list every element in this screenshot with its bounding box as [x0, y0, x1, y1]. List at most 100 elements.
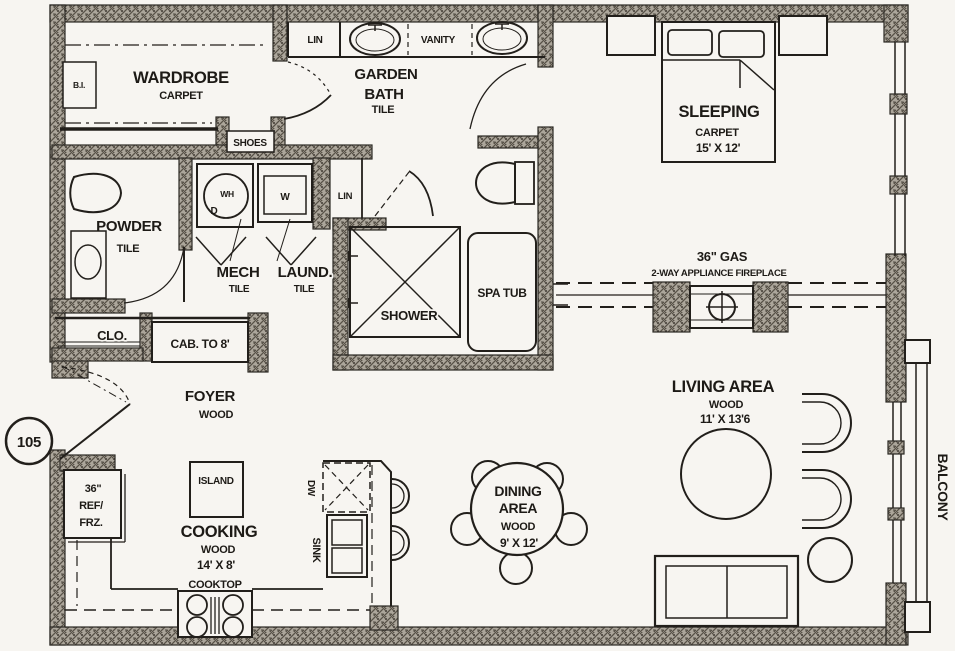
spa-tub [467, 232, 537, 352]
foyer: CLO. CAB. TO 8' FOYER WOOD 105 [4, 316, 250, 466]
fridge-label-3: FRZ. [79, 517, 102, 529]
sleeping-floor-label: CARPET [695, 127, 739, 139]
bar-stool [391, 483, 405, 509]
fireplace: 36" GAS 2-WAY APPLIANCE FIREPLACE [556, 247, 886, 333]
wardrobe-door [283, 94, 332, 120]
fireplace-pier [752, 281, 789, 333]
dishwasher-label: DW [305, 480, 316, 497]
spa-tub-label: SPA TUB [477, 286, 527, 300]
kitchen-sink [326, 514, 368, 578]
kitchen: 36" REF/ FRZ. ISLAND DW SINK COOKING WOO… [63, 460, 410, 638]
living-floor-label: WOOD [709, 399, 744, 411]
garden-bath-label-1: GARDEN [354, 66, 417, 83]
window-mullion [889, 93, 908, 115]
laundry-label: LAUND. [278, 264, 333, 281]
cooking-label: COOKING [181, 523, 258, 541]
mech-floor-label: TILE [229, 284, 250, 295]
bifold-door [265, 236, 317, 267]
garden-bath-label-2: BATH [364, 86, 403, 103]
powder-label: POWDER [96, 218, 162, 235]
laundry-floor-label: TILE [294, 284, 315, 295]
shoes-label: SHOES [233, 138, 267, 149]
armchair [802, 477, 842, 521]
shower-room-door [408, 170, 434, 217]
dryer-label: D [211, 206, 218, 217]
wardrobe-label: WARDROBE [133, 69, 229, 87]
sink-label: SINK [310, 537, 322, 562]
garden-bath: LIN VANITY GARDEN BATH TILE [287, 21, 545, 130]
bar-stool [391, 530, 405, 556]
hall-linen-label: LIN [338, 191, 353, 202]
sleeping-room: SLEEPING CARPET 15' X 12' [606, 15, 828, 163]
bath-hall: LIN [338, 158, 434, 218]
fireplace-label-1: 36" GAS [697, 249, 748, 264]
laundry-leader-line [276, 218, 291, 262]
shower-pan [349, 226, 461, 338]
sleeping-door-swing [469, 63, 527, 130]
dining-label-2: AREA [499, 500, 538, 516]
mech-laundry: WH D W MECH TILE LAUND. TILE [195, 163, 335, 297]
vanity-label: VANITY [421, 35, 456, 46]
vanity-sink-left [349, 22, 401, 56]
built-in-cabinet [62, 61, 97, 109]
armchair [802, 393, 852, 453]
unit-number-bubble [4, 416, 54, 466]
powder-room: POWDER TILE [69, 172, 185, 304]
balcony-slab [904, 601, 931, 633]
burner [186, 616, 208, 638]
balcony: BALCONY [887, 339, 951, 633]
built-in-label: B.I. [73, 80, 85, 90]
foyer-label: FOYER [185, 388, 236, 405]
side-table [807, 537, 853, 583]
cooking-dims-label: 14' X 8' [197, 558, 235, 572]
bar-counter [323, 460, 392, 606]
water-closet [474, 161, 535, 205]
burner [222, 616, 244, 638]
dining-table [469, 461, 565, 557]
garden-bath-floor-label: TILE [372, 104, 395, 116]
armchair [802, 401, 842, 445]
dining-dims-label: 9' X 12' [500, 536, 538, 550]
toilet [474, 161, 516, 205]
fridge-label-2: REF/ [79, 500, 103, 512]
island-label: ISLAND [198, 476, 234, 487]
dining-area: DINING AREA WOOD 9' X 12' [450, 460, 588, 585]
washer [257, 163, 313, 223]
cooking-floor-label: WOOD [201, 544, 236, 556]
powder-floor-label: TILE [117, 243, 140, 255]
fridge-label-1: 36" [85, 483, 102, 495]
pillow [667, 29, 713, 56]
powder-sink [74, 244, 102, 280]
sleeping-dims-label: 15' X 12' [696, 141, 741, 155]
living-label: LIVING AREA [672, 378, 775, 396]
bar-stool [391, 478, 410, 514]
entry-door-swing [61, 366, 131, 405]
wardrobe-door-swing [287, 61, 332, 96]
burner [186, 594, 208, 616]
living-area: LIVING AREA WOOD 11' X 13'6 [653, 378, 853, 628]
dryer [196, 163, 254, 228]
balcony-label: BALCONY [935, 453, 951, 521]
exterior-walls [49, 4, 909, 646]
bifold-door [195, 236, 247, 267]
nightstand [606, 15, 656, 56]
shower-label: SHOWER [381, 308, 439, 323]
bar-stool [391, 525, 410, 561]
entry-door [59, 403, 131, 460]
washer-label: W [280, 192, 290, 203]
water-heater-label: WH [220, 189, 234, 199]
toilet-tank [514, 161, 535, 205]
sleeping-label: SLEEPING [678, 103, 759, 121]
closet-label: CLO. [97, 328, 127, 343]
sleeping-window-wall [889, 42, 908, 256]
water-heater [203, 173, 249, 219]
wardrobe-floor-label: CARPET [159, 90, 203, 102]
window-mullion [887, 440, 905, 455]
bed-fold [739, 59, 775, 91]
linen-label: LIN [307, 35, 322, 46]
vanity-sink-right [476, 21, 528, 55]
mech-label: MECH [217, 264, 260, 281]
cooktop-label: COOKTOP [188, 579, 241, 591]
